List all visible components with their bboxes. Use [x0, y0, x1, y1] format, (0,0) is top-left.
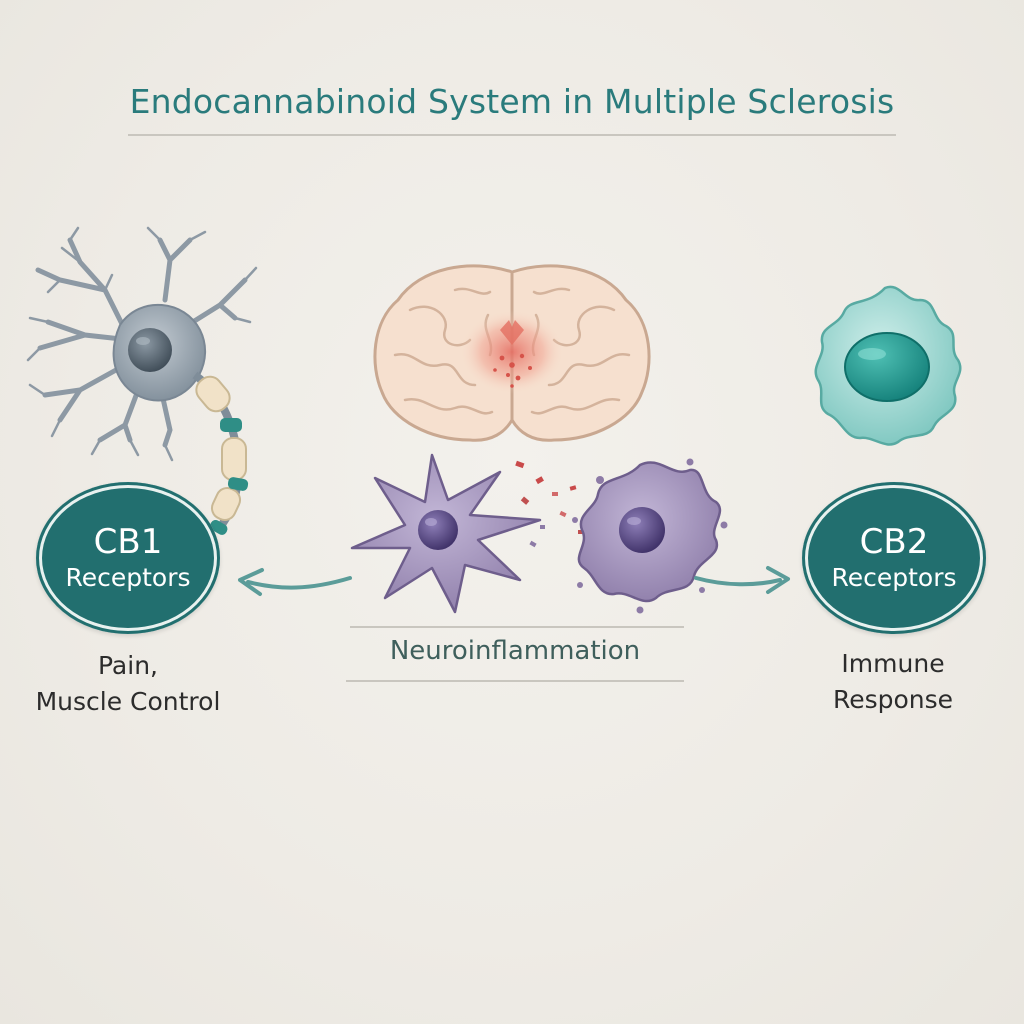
arrow-right-icon: [694, 566, 790, 594]
arrow-left-icon: [238, 568, 352, 596]
cb1-receptor-name: CB1: [93, 522, 163, 562]
cb1-caption-line1: Pain,: [97, 651, 158, 680]
inflammatory-particles: [515, 460, 583, 548]
cb2-receptor-badge: CB2 Receptors: [802, 482, 986, 634]
cb1-caption-line2: Muscle Control: [35, 687, 221, 716]
activated-microglia-icon: [572, 458, 728, 614]
cb2-caption-line1: Immune: [841, 649, 945, 678]
cb2-receptor-name: CB2: [859, 522, 929, 562]
center-label-top-rule: [350, 626, 684, 628]
cb1-receptor-badge: CB1 Receptors: [36, 482, 220, 634]
microglia-icon: [350, 453, 542, 614]
title-divider: [128, 134, 896, 136]
center-label-bottom-rule: [346, 680, 684, 682]
cb2-caption: Immune Response: [780, 646, 1006, 718]
diagram-title: Endocannabinoid System in Multiple Scler…: [129, 82, 895, 121]
cb2-caption-line2: Response: [832, 685, 954, 714]
cb2-receptor-sub: Receptors: [831, 563, 957, 592]
immune-cell-icon: [814, 285, 962, 446]
cb1-receptor-sub: Receptors: [65, 563, 191, 592]
neuroinflammation-label: Neuroinflammation: [389, 636, 641, 666]
cb1-caption: Pain, Muscle Control: [10, 648, 246, 720]
neuron-icon: [26, 226, 258, 535]
brain-icon: [373, 264, 651, 442]
